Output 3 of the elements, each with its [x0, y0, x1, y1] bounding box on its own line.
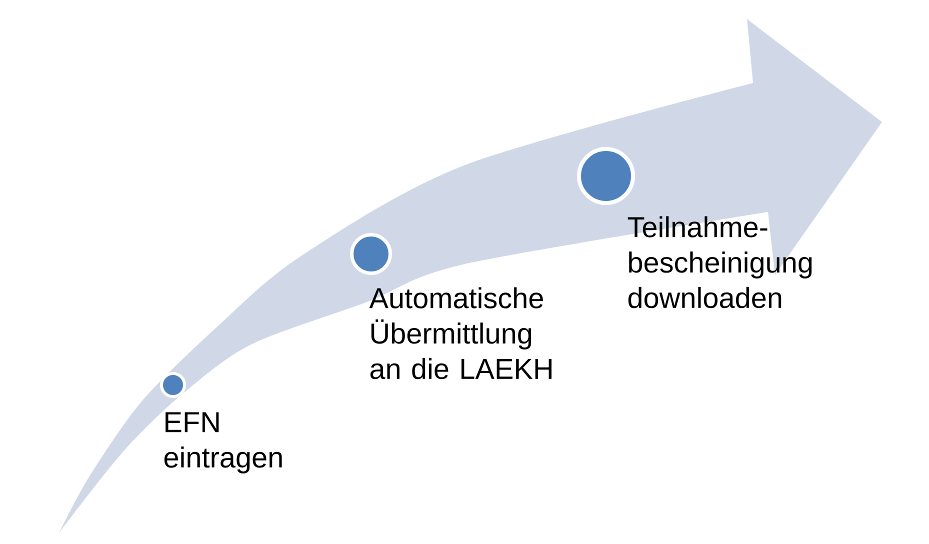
- step-label: EFN eintragen: [164, 412, 282, 474]
- step-label: Teilnahme-bescheinigung downloaden: [628, 216, 812, 308]
- step-label: Automatische Übermittlung an die LAEKH: [369, 287, 552, 380]
